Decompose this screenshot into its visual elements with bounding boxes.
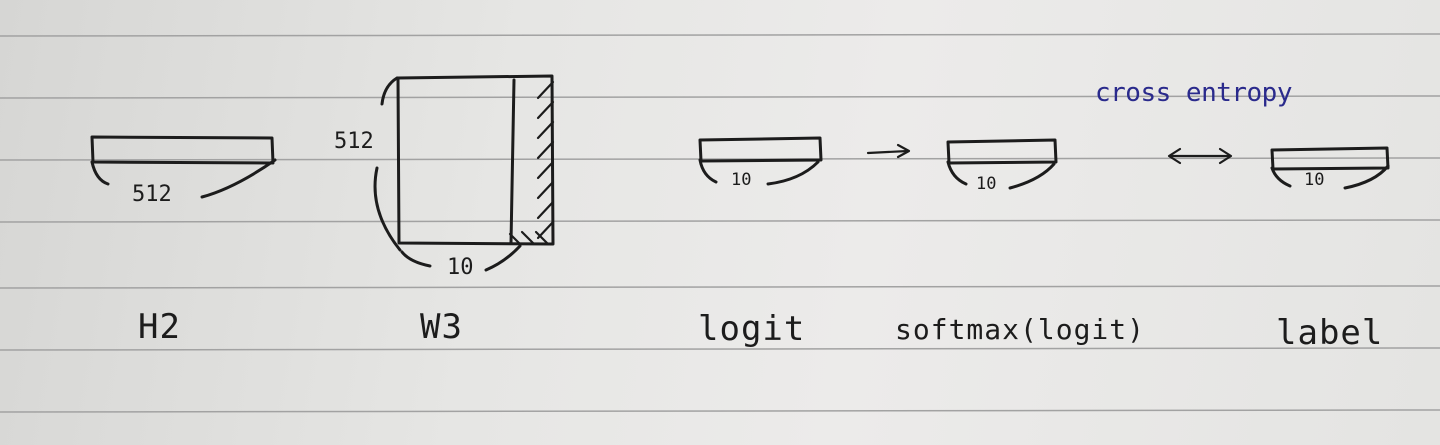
h2-vector-shape <box>90 135 277 199</box>
label-vector-shape <box>1270 146 1390 190</box>
logit-vector-shape <box>698 136 823 186</box>
arrow-right-icon <box>866 143 911 159</box>
label-label: label <box>1276 313 1384 353</box>
softmax-vector-shape <box>946 138 1058 190</box>
cross-entropy-annotation: cross entropy <box>1095 78 1293 108</box>
w3-matrix-shape <box>373 74 555 272</box>
w3-height-label: 512 <box>334 129 374 154</box>
softmax-logit-label: softmax(logit) <box>895 313 1146 346</box>
h2-dimension-label: 512 <box>132 182 172 207</box>
w3-hatching <box>508 80 555 246</box>
logit-dimension-label: 10 <box>731 170 752 190</box>
double-arrow-icon <box>1167 147 1233 165</box>
label-dimension-label: 10 <box>1304 170 1325 190</box>
w3-width-label: 10 <box>447 255 474 280</box>
logit-label: logit <box>698 309 806 349</box>
w3-label: W3 <box>420 307 463 347</box>
h2-label: H2 <box>138 307 181 347</box>
softmax-dimension-label: 10 <box>976 174 997 194</box>
